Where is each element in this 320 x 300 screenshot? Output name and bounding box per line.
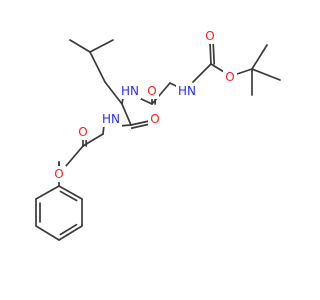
bond-27 <box>236 68 253 75</box>
bond-18 <box>69 39 91 53</box>
atom-n-glycine-amide: HN <box>100 111 122 127</box>
atom-o-ester-link: O <box>52 166 66 182</box>
bond-29 <box>251 68 281 81</box>
svg-text:O: O <box>54 167 63 181</box>
bond-4-inner-line <box>59 190 78 202</box>
bond-4 <box>58 185 83 200</box>
bond-lines <box>35 39 281 241</box>
bond-24 <box>192 63 212 83</box>
atom-labels: O O HN O HN O HN O <box>52 28 237 182</box>
svg-text:HN: HN <box>121 84 139 98</box>
svg-text:O: O <box>147 84 156 98</box>
bond-14 <box>121 103 132 126</box>
svg-text:O: O <box>150 112 159 126</box>
bond-1 <box>35 225 60 241</box>
bond-2-inner-line <box>59 223 78 236</box>
atom-o-ester-carbonyl: O <box>76 124 90 140</box>
bond-2 <box>58 225 83 241</box>
svg-text:O: O <box>225 70 234 84</box>
svg-text:HN: HN <box>102 112 120 126</box>
atom-o-leucine-carbonyl: O <box>148 111 162 127</box>
bond-13-second-line <box>130 123 151 129</box>
bond-8 <box>65 145 84 167</box>
bond-22 <box>151 82 171 105</box>
bond-16 <box>104 81 123 105</box>
svg-text:O: O <box>205 29 214 43</box>
svg-text:O: O <box>78 125 87 139</box>
bond-25-second-line <box>212 41 216 65</box>
bond-28 <box>251 44 268 70</box>
bond-10 <box>82 133 104 147</box>
bond-26 <box>210 63 225 73</box>
atom-n-carbamate: HN <box>176 83 198 99</box>
atom-n-leucine-amide: HN <box>119 83 141 99</box>
bond-19 <box>89 39 114 53</box>
bond-5 <box>35 185 60 200</box>
atom-o-carbamate-carbonyl: O <box>203 28 217 44</box>
bond-17 <box>89 51 106 83</box>
atom-o-glycine-carbonyl: O <box>145 83 159 99</box>
svg-text:HN: HN <box>178 84 196 98</box>
bond-25 <box>209 42 212 65</box>
bond-13 <box>130 120 150 126</box>
atom-o-carbamate-link: O <box>223 69 237 85</box>
chemical-structure-diagram: O O HN O HN O HN O <box>35 28 281 241</box>
